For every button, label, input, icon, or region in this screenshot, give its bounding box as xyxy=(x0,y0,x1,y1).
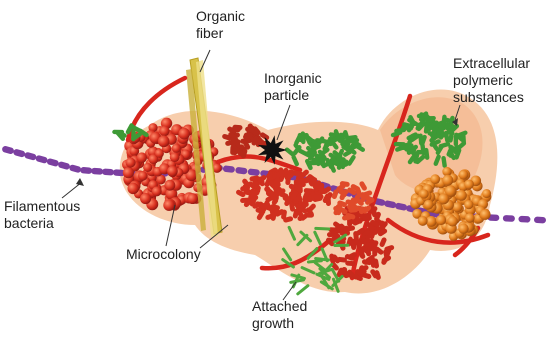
filament-cell xyxy=(534,217,546,224)
orange-coccus xyxy=(465,213,475,223)
coccus xyxy=(143,163,152,172)
coccus xyxy=(178,128,190,140)
orange-coccus xyxy=(424,200,434,210)
label-attached-growth: Attached growth xyxy=(252,298,307,332)
coccus xyxy=(137,152,147,162)
coccus xyxy=(140,193,151,204)
filament-cell xyxy=(80,167,92,174)
filament-cell xyxy=(13,148,26,157)
green-rod xyxy=(131,129,136,141)
orange-coccus xyxy=(447,216,458,227)
orange-coccus xyxy=(458,224,468,234)
filament-cell xyxy=(35,155,48,164)
filament-cell xyxy=(46,158,59,167)
coccus xyxy=(187,193,198,204)
coccus xyxy=(158,136,170,148)
coccus xyxy=(164,180,175,191)
rod-cell xyxy=(314,194,324,199)
filament-cell xyxy=(57,161,70,170)
orange-coccus xyxy=(452,202,462,212)
filament-cell xyxy=(102,168,114,175)
orange-coccus xyxy=(464,180,474,190)
coccus xyxy=(152,186,162,196)
orange-coccus xyxy=(438,193,449,204)
coccus xyxy=(123,167,134,178)
orange-coccus xyxy=(464,200,473,209)
rod-cell xyxy=(297,183,303,193)
orange-coccus xyxy=(418,216,428,226)
orange-coccus xyxy=(436,215,446,225)
coccus xyxy=(170,152,180,162)
label-inorganic-particle: Inorganic particle xyxy=(264,70,322,104)
coccus xyxy=(172,144,181,153)
orange-coccus xyxy=(442,175,453,186)
coccus xyxy=(167,166,178,177)
rod-cell xyxy=(250,193,255,203)
filament-cell xyxy=(69,164,82,173)
attached-rod xyxy=(296,284,310,296)
rod-cell xyxy=(252,179,257,189)
rod-cell xyxy=(371,258,376,268)
orange-coccus xyxy=(456,190,467,201)
coccus xyxy=(125,157,135,167)
coccus xyxy=(163,199,175,211)
orange-coccus xyxy=(430,174,440,184)
filament-cell xyxy=(1,145,14,154)
orange-coccus xyxy=(459,170,469,180)
filament-cell xyxy=(91,168,103,175)
rod-cell xyxy=(327,232,337,238)
green-rod xyxy=(461,132,466,144)
rod-cell xyxy=(231,127,241,132)
coccus xyxy=(138,171,148,181)
attached-rod xyxy=(333,244,349,247)
filament-cell xyxy=(503,215,515,222)
orange-coccus xyxy=(419,189,428,198)
orange-coccus xyxy=(482,189,491,198)
green-rod xyxy=(112,130,124,135)
rod-cell xyxy=(335,224,345,230)
orange-coccus xyxy=(480,209,491,220)
coccus xyxy=(159,126,169,136)
filament-cell xyxy=(24,152,37,161)
label-filamentous-bacteria: Filamentous bacteria xyxy=(4,198,80,232)
green-rod xyxy=(399,145,411,150)
coccus xyxy=(127,183,138,194)
label-organic-fiber: Organic fiber xyxy=(196,8,245,42)
label-eps: Extracellular polymeric substances xyxy=(453,55,530,106)
label-microcolony: Microcolony xyxy=(126,246,201,263)
green-rod xyxy=(454,134,458,146)
filament-cell xyxy=(518,216,530,223)
coccus xyxy=(155,149,164,158)
